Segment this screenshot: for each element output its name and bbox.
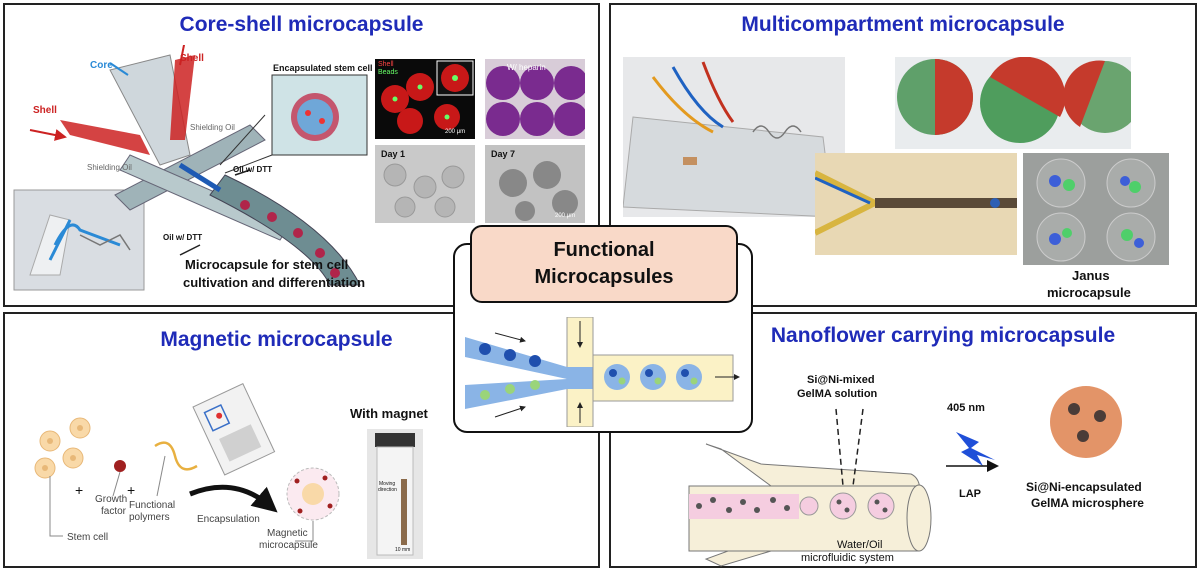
label-magnetic-line1: Magnetic (267, 528, 308, 539)
center-droplet-diagram (465, 317, 740, 427)
label-growth-line2: factor (101, 506, 127, 517)
multicompartment-panel: Multicompartment microcapsule (609, 3, 1197, 307)
uv-light-icon (956, 432, 995, 466)
magnetic-schematic (34, 383, 340, 542)
micro-label-beads: Beads (378, 69, 398, 76)
label-shielding-oil-1: Shielding Oil (190, 123, 235, 132)
center-title: Functional Microcapsules (470, 225, 738, 303)
multicompartment-title: Multicompartment microcapsule (741, 13, 1065, 36)
label-stem-cell: Stem cell (67, 532, 109, 543)
label-product-line1: Si@Ni-encapsulated (1026, 480, 1142, 494)
growth-factor-icon (114, 460, 126, 472)
magnetic-chip-icon (192, 383, 276, 476)
core-shell-panel: Core-shell microcapsule (3, 3, 600, 307)
nanoflower-title: Nanoflower carrying microcapsule (770, 324, 1116, 347)
micro-scale-200a: 200 μm (445, 129, 466, 135)
micrograph-day7: Day 7 200 μm (485, 145, 585, 223)
micrograph-day1: Day 1 (375, 145, 475, 223)
label-product-line2: GelMA microsphere (1031, 496, 1144, 510)
label-core: Core (90, 60, 113, 71)
label-shielding-oil-2: Shielding Oil (87, 163, 132, 172)
core-shell-caption-line1: Microcapsule for stem cell (185, 257, 349, 272)
micro-label-shell: Shell (378, 61, 394, 68)
core-shell-caption-line2: cultivation and differentiation (183, 275, 366, 290)
label-plus-2: + (127, 482, 136, 498)
label-lap: LAP (959, 488, 981, 500)
micrograph-heparin: W/ heparin (485, 59, 588, 139)
label-plus-1: + (75, 482, 84, 498)
core-shell-device-diagram (13, 45, 368, 291)
label-shell-left: Shell (33, 105, 57, 116)
label-oil-dtt-1: Oil w/ DTT (233, 165, 273, 174)
label-magnetic-line2: microcapsule (259, 540, 318, 551)
multicompartment-capsules-photo (895, 56, 1141, 149)
janus-microscope-photo (1023, 153, 1169, 265)
label-moving-line1: Moving (379, 481, 396, 487)
magnetic-panel: Magnetic microcapsule + + St (3, 312, 600, 568)
label-405nm: 405 nm (947, 402, 985, 414)
label-solution-line2: GelMA solution (797, 388, 878, 400)
polymer-icon (154, 441, 198, 471)
micrograph-fluorescent: Shell Beads 200 μm (375, 59, 475, 139)
label-with-magnet: With magnet (350, 406, 428, 421)
label-growth-line1: Growth (95, 494, 128, 505)
micro-label-day1: Day 1 (381, 149, 406, 159)
center-title-line2: Microcapsules (534, 266, 674, 288)
label-encapsulated-stem-cell: Encapsulated stem cell (273, 63, 373, 73)
label-moving-line2: direction (378, 487, 397, 493)
micro-label-heparin: W/ heparin (507, 63, 546, 72)
label-solution-line1: Si@Ni-mixed (807, 374, 875, 386)
magnet-vial-photo: Moving direction 10 mm (367, 429, 423, 559)
label-system-line2: microfluidic system (801, 552, 894, 564)
core-shell-title: Core-shell microcapsule (179, 13, 424, 36)
magnetic-title: Magnetic microcapsule (160, 328, 393, 351)
label-encapsulation: Encapsulation (197, 514, 260, 525)
center-title-line1: Functional (553, 239, 655, 261)
scale-10mm: 10 mm (395, 547, 411, 553)
micro-label-day7: Day 7 (491, 149, 516, 159)
gelma-microsphere-icon (1050, 386, 1122, 458)
label-oil-dtt-2: Oil w/ DTT (163, 233, 203, 242)
label-system-line1: Water/Oil (837, 539, 883, 551)
label-functional-line1: Functional (129, 500, 176, 511)
micro-scale-200b: 200 μm (555, 213, 576, 219)
janus-caption-line1: Janus (1072, 268, 1110, 283)
label-functional-line2: polymers (129, 512, 170, 523)
janus-caption-line2: microcapsule (1047, 285, 1131, 300)
janus-junction-photo (813, 153, 1017, 255)
encapsulation-arrow (189, 484, 278, 513)
multicompartment-chip-photo (622, 57, 845, 218)
label-shell-top: Shell (180, 53, 204, 64)
nanoflower-schematic (688, 386, 1122, 567)
